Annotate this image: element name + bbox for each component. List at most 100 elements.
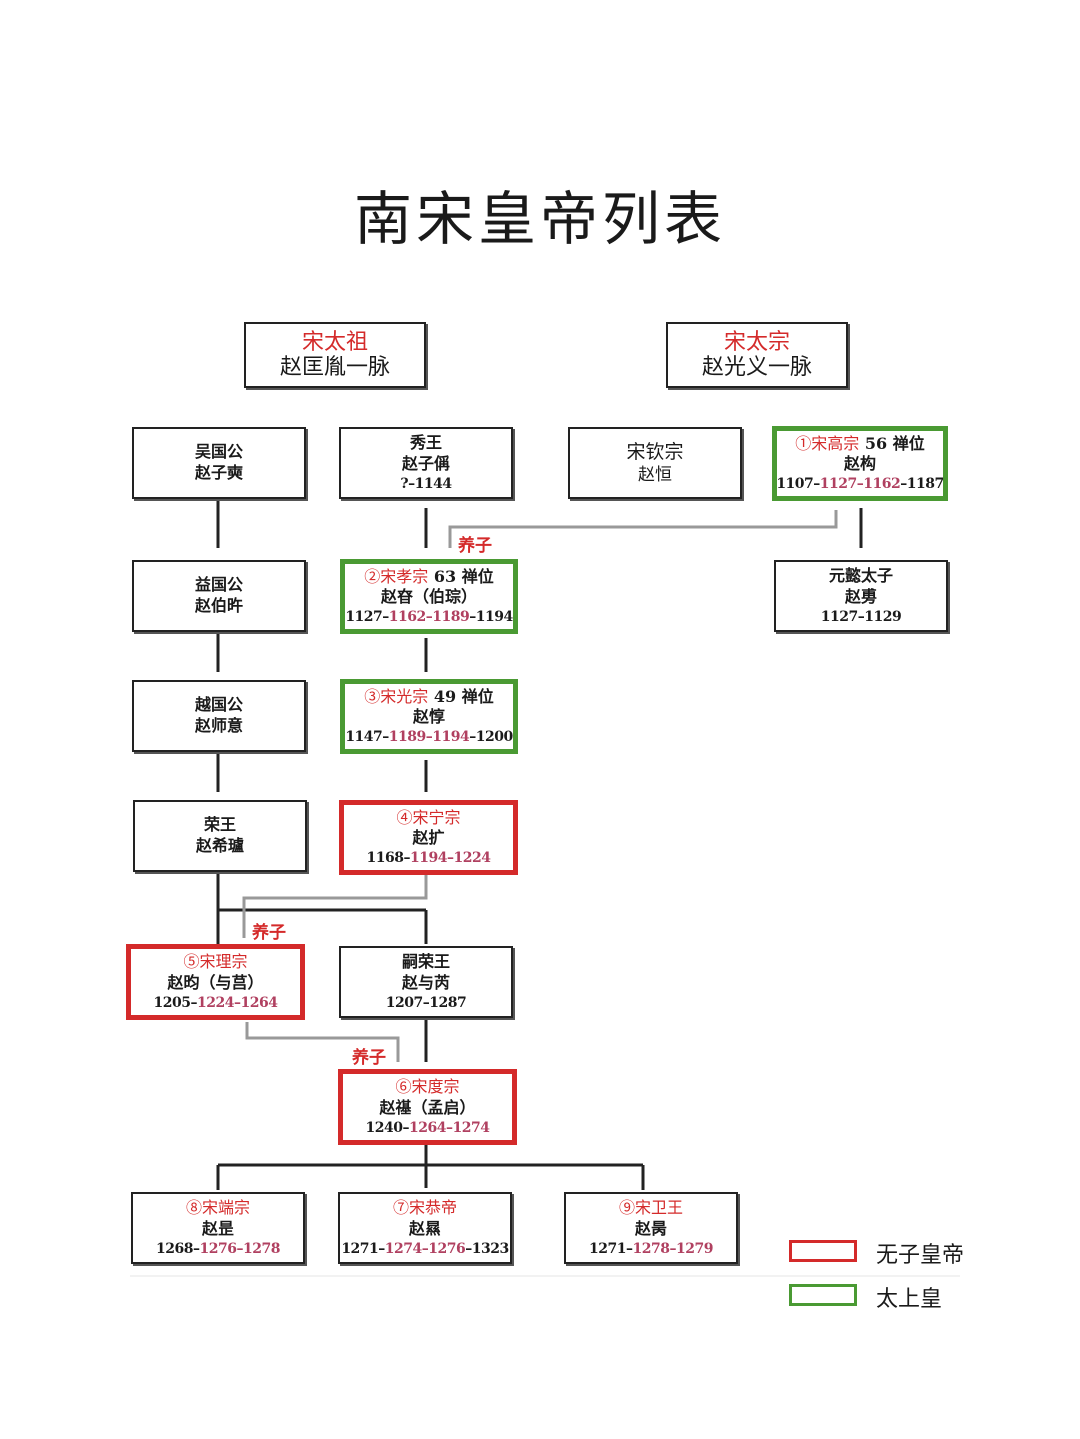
node-dates: 1127–1129 (820, 608, 902, 625)
node-person: 赵子偁 (401, 453, 450, 473)
node-person: 赵昀（与莒） (167, 972, 264, 992)
root-taizu: 宋太祖 赵匡胤一脉 (244, 322, 426, 388)
node-duanzong: ⑧宋端宗 赵昰 1268–1276–1278 (131, 1192, 305, 1264)
node-title: 越国公 (194, 695, 243, 715)
death-year: –1200 (469, 729, 513, 746)
node-xiuwang: 秀王 赵子偁 ?–1144 (339, 427, 513, 499)
node-yuanyi: 元懿太子 赵旉 1127–1129 (774, 560, 948, 632)
emperor-title: 宋端宗 (202, 1198, 251, 1218)
birth-year: 1107– (776, 476, 820, 493)
adopt-line-gao-xiao (448, 510, 838, 548)
emperor-title: 宋恭帝 (409, 1198, 458, 1218)
node-person: 赵旉 (844, 586, 877, 606)
node-person: 赵㬎 (408, 1218, 441, 1238)
emperor-number: ⑦ (392, 1198, 409, 1218)
node-duzong: ⑥宋度宗 赵禥（孟启） 1240–1264–1274 (338, 1069, 517, 1145)
reign-years: 1162–1189 (388, 609, 470, 626)
node-lizong: ⑤宋理宗 赵昀（与莒） 1205–1224–1264 (126, 944, 305, 1020)
node-person: 赵伯旿 (194, 596, 243, 615)
node-person: 赵子奭 (194, 463, 243, 482)
birth-year: 1268– (156, 1240, 200, 1257)
legend-green-label: 太上皇 (876, 1287, 943, 1312)
node-person: 赵昺 (634, 1218, 667, 1238)
emperor-abdication: 56 禅位 (864, 433, 925, 453)
death-year: –1194 (469, 609, 513, 626)
adopt-line-ning-li (242, 874, 428, 938)
emperor-number: ⑨ (618, 1198, 635, 1218)
emperor-number: ③ (364, 686, 381, 706)
emperor-title: 宋高宗 (811, 433, 860, 453)
emperor-number: ⑥ (395, 1077, 412, 1097)
node-title: 秀王 (409, 433, 442, 453)
death-year: –1187 (900, 476, 944, 493)
legend-red-swatch (789, 1240, 857, 1262)
birth-year: 1147– (345, 729, 389, 746)
birth-year: 1205– (153, 994, 198, 1011)
node-title: 荣王 (203, 815, 236, 835)
node-person: 赵昚（伯琮） (380, 587, 477, 607)
node-person: 赵构 (843, 454, 876, 474)
root-taizu-line: 赵匡胤一脉 (279, 355, 390, 380)
adoption-label-1: 养子 (456, 531, 494, 556)
node-person: 赵师意 (194, 716, 243, 735)
reign-years: 1189–1194 (388, 729, 470, 746)
node-qinzong: 宋钦宗 赵恒 (568, 427, 742, 499)
root-taizong-name: 宋太宗 (723, 329, 790, 355)
emperor-title: 宋理宗 (199, 952, 248, 972)
adoption-label-3: 养子 (350, 1043, 388, 1068)
node-dates: ?–1144 (400, 475, 452, 492)
legend-red-label: 无子皇帝 (876, 1243, 965, 1268)
emperor-title: 宋光宗 (380, 686, 429, 706)
node-title: 嗣荣王 (401, 952, 450, 972)
node-xiaozong: ②宋孝宗 63 禅位 赵昚（伯琮） 1127–1162–1189–1194 (340, 559, 518, 634)
reign-years: 1224–1264 (197, 994, 278, 1011)
reign-years: 1276–1278 (199, 1240, 281, 1257)
node-title: 益国公 (194, 575, 243, 595)
node-person: 赵扩 (412, 828, 445, 848)
legend-green-swatch (789, 1284, 857, 1306)
node-guangzong: ③宋光宗 49 禅位 赵惇 1147–1189–1194–1200 (340, 679, 518, 754)
node-gongdi: ⑦宋恭帝 赵㬎 1271–1274–1276–1323 (338, 1192, 512, 1264)
birth-year: 1271– (341, 1240, 385, 1257)
node-yueguogong: 越国公 赵师意 (132, 680, 306, 752)
emperor-number: ④ (396, 807, 413, 827)
adopt-line-li-du (245, 1022, 400, 1062)
node-person: 赵与芮 (401, 972, 450, 992)
adoption-label-2: 养子 (250, 918, 288, 943)
emperor-number: ① (795, 433, 812, 453)
page-title: 南宋皇帝列表 (353, 185, 726, 253)
root-taizong: 宋太宗 赵光义一脉 (666, 322, 848, 388)
node-person: 赵禥（孟启） (379, 1097, 476, 1117)
reign-years: 1274–1276 (384, 1240, 466, 1257)
emperor-number: ⑧ (185, 1198, 202, 1218)
node-sirongwang: 嗣荣王 赵与芮 1207–1287 (339, 946, 513, 1018)
node-title: 吴国公 (194, 442, 243, 462)
node-person: 赵惇 (412, 707, 445, 727)
emperor-abdication: 49 禅位 (433, 686, 494, 706)
node-person: 赵昰 (201, 1218, 234, 1238)
node-ningzong: ④宋宁宗 赵扩 1168–1194–1224 (339, 800, 518, 875)
emperor-number: ⑤ (183, 952, 200, 972)
node-weiwang: ⑨宋卫王 赵昺 1271–1278–1279 (564, 1192, 738, 1264)
birth-year: 1168– (366, 850, 411, 867)
node-title: 宋钦宗 (626, 440, 684, 463)
birth-year: 1271– (589, 1240, 633, 1257)
node-yiguogong: 益国公 赵伯旿 (132, 560, 306, 632)
emperor-title: 宋卫王 (635, 1198, 684, 1218)
node-dates: 1207–1287 (385, 994, 467, 1011)
reign-years: 1127–1162 (819, 476, 901, 493)
death-year: –1323 (465, 1240, 509, 1257)
node-wuguogong: 吴国公 赵子奭 (132, 427, 306, 499)
emperor-number: ② (364, 566, 381, 586)
emperor-abdication: 63 禅位 (433, 566, 494, 586)
birth-year: 1127– (345, 609, 389, 626)
node-rongwang: 荣王 赵希瓐 (133, 800, 307, 872)
root-taizu-name: 宋太祖 (301, 329, 368, 355)
emperor-title: 宋度宗 (411, 1077, 460, 1097)
reign-years: 1264–1274 (409, 1119, 490, 1136)
emperor-title: 宋宁宗 (412, 807, 461, 827)
reign-years: 1278–1279 (632, 1240, 714, 1257)
emperor-title: 宋孝宗 (380, 566, 429, 586)
node-title: 元懿太子 (828, 566, 893, 586)
